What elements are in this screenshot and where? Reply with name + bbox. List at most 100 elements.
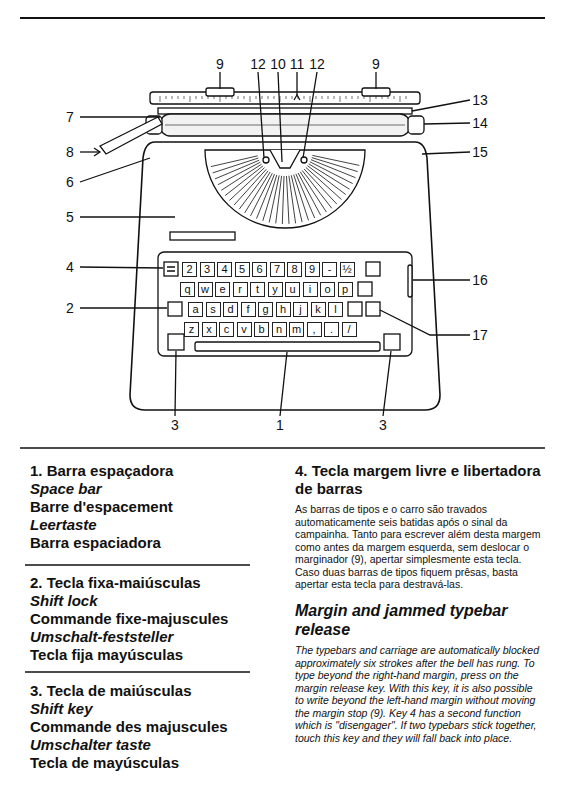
key-legend: 7 [270,262,285,277]
scale-tick [220,96,221,102]
key-legend: e [215,282,230,297]
typebar-stroke [312,155,359,165]
body-text: The typebars and carriage are automatica… [295,644,543,744]
key-legend: p [338,282,353,297]
heading-text: 3. Tecla de maiúsculas [30,682,255,700]
key-legend: v [237,322,252,337]
scale-tick [352,96,353,99]
scale-tick [184,96,185,99]
key-legend: q [180,282,195,297]
callout-number: 5 [64,209,76,225]
typebar-stroke [282,176,284,224]
key-legend: h [276,302,291,317]
typebar-stroke [276,176,282,224]
key-legend: u [285,282,300,297]
callout-number: 14 [470,115,490,131]
scale-tick [370,96,371,102]
typebar-stroke [298,173,321,215]
callout-number: 3 [169,417,181,433]
scale-tick [286,96,287,99]
scale-tick [178,96,179,99]
typebar-stroke [309,164,350,189]
key-legend: ½ [340,262,355,277]
scale-tick [340,96,341,102]
scale-tick [250,96,251,102]
scale-tick [238,96,239,99]
heading-text: Tecla de mayúsculas [30,754,255,772]
callout-number: 6 [64,174,76,190]
callout-number: 17 [470,327,490,343]
heading-text: Barra espaciadora [30,534,255,552]
callout-number: 8 [64,144,76,160]
heading-text: Barre d'espacement [30,498,255,516]
callout-number: 2 [64,300,76,316]
typebar-stroke [234,169,266,205]
key-legend: 2 [182,262,197,277]
callout-number: 10 [268,56,288,72]
typebar-stroke [213,158,259,173]
scale-tick [190,96,191,102]
typebar-stroke [294,175,309,221]
callout-number: 13 [470,92,490,108]
typebar-stroke [311,160,356,178]
callout-number: 9 [214,56,226,72]
heading-text: Shift key [30,700,255,718]
key-legend: z [184,322,199,337]
key-legend: l [328,302,343,317]
typebar-stroke [218,162,260,185]
typebar-stroke [287,176,290,224]
key-legend: x [202,322,217,337]
callout-number: 12 [248,56,268,72]
heading-text: 4. Tecla margem livre e libertadora de b… [295,462,545,498]
heading-text: Umschalter taste [30,736,255,754]
heading-text: 2. Tecla fixa-maiúsculas [30,574,255,592]
callout-number: 1 [274,417,286,433]
key-legend: . [324,322,339,337]
typebar-stroke [245,172,271,213]
key-legend: f [241,302,256,317]
key-legend: r [233,282,248,297]
heading-text: Umschalt-feststeller [30,628,255,646]
key-legend: c [219,322,234,337]
key-legend: 6 [252,262,267,277]
scale-tick [358,96,359,99]
scale-tick [310,96,311,102]
scale-tick [262,96,263,99]
scale-tick [316,96,317,99]
typebar-stroke [304,169,337,204]
key-legend: b [254,322,269,337]
heading-text: 1. Barra espaçadora [30,462,255,480]
typebar-stroke [306,167,342,199]
key-legend: t [250,282,265,297]
typebar-stroke [211,156,258,167]
key-legend: o [320,282,335,297]
typebar-stroke [291,175,302,222]
scale-tick [346,96,347,99]
key-legend: i [303,282,318,297]
scale-tick [334,96,335,99]
heading-text: Margin and jammed typebar release [295,601,543,639]
scale-tick [160,96,161,102]
heading-text: Commande des majuscules [30,718,255,736]
key-legend: 4 [217,262,232,277]
typebar-stroke [307,166,345,195]
heading-text: Tecla fija mayúsculas [30,646,255,664]
key-legend: w [198,282,213,297]
typebar-stroke [239,171,268,209]
scale-tick [244,96,245,99]
key-legend: d [223,302,238,317]
scale-tick [172,96,173,99]
callout-number: 12 [307,56,327,72]
key-legend: k [311,302,326,317]
scale-tick [202,96,203,99]
scale-tick [196,96,197,99]
typebar-stroke [215,160,259,179]
callout-number: 4 [64,259,76,275]
typebar-stroke [289,176,296,224]
scale-tick [328,96,329,99]
key-legend: a [188,302,203,317]
scale-tick [292,96,293,99]
key-legend: n [272,322,287,337]
callout-number: 11 [288,56,307,72]
callout-number: 3 [377,417,389,433]
